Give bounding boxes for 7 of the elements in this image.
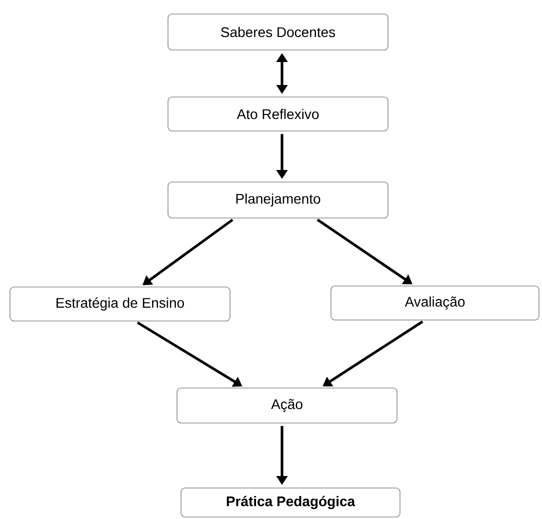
process-box: Ato Reflexivo xyxy=(168,96,388,132)
process-box: Estratégia de Ensino xyxy=(10,286,230,322)
process-box: Planejamento xyxy=(168,182,388,218)
process-box: Avaliação xyxy=(330,286,540,320)
process-box: Prática Pedagógica xyxy=(180,488,400,518)
process-box: Ação xyxy=(176,388,398,424)
process-box: Saberes Docentes xyxy=(168,14,388,50)
